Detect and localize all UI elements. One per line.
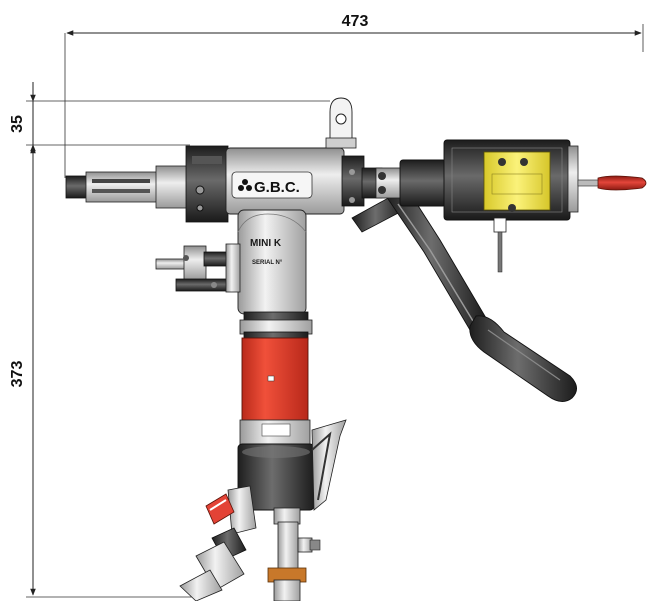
gbc-logo-mark bbox=[238, 179, 252, 191]
height-dimension-label: 373 bbox=[9, 361, 26, 388]
tool-holder-head bbox=[185, 145, 229, 223]
exhaust-fitting bbox=[267, 507, 321, 601]
expanding-mandrel bbox=[65, 165, 189, 209]
brand-logo-text: G.B.C. bbox=[254, 179, 300, 196]
serial-label: SERIAL N° bbox=[252, 260, 283, 266]
air-ball-valve bbox=[205, 485, 257, 535]
model-label: MINI K bbox=[250, 238, 282, 249]
width-dimension-label: 473 bbox=[342, 13, 369, 30]
feed-sensor-probe bbox=[493, 217, 507, 273]
air-inlet-hose-fitting bbox=[179, 527, 247, 601]
flange-height-label: 35 bbox=[9, 115, 26, 133]
dimension-flange-height: 35 bbox=[9, 82, 330, 163]
support-arm bbox=[351, 189, 577, 402]
handle-housing: MINI K SERIAL N° bbox=[237, 209, 307, 315]
dimension-overall-height: 373 bbox=[9, 146, 200, 598]
gearbox-body: G.B.C. bbox=[225, 97, 383, 215]
throttle-lever bbox=[311, 419, 347, 511]
motor-coupling-rings bbox=[239, 311, 313, 341]
feed-yellow-plate bbox=[483, 151, 551, 212]
axial-feed-adjuster bbox=[155, 243, 241, 293]
pneumatic-motor bbox=[241, 337, 309, 423]
dimension-overall-width: 473 bbox=[64, 13, 644, 178]
feed-red-handle bbox=[577, 175, 647, 191]
